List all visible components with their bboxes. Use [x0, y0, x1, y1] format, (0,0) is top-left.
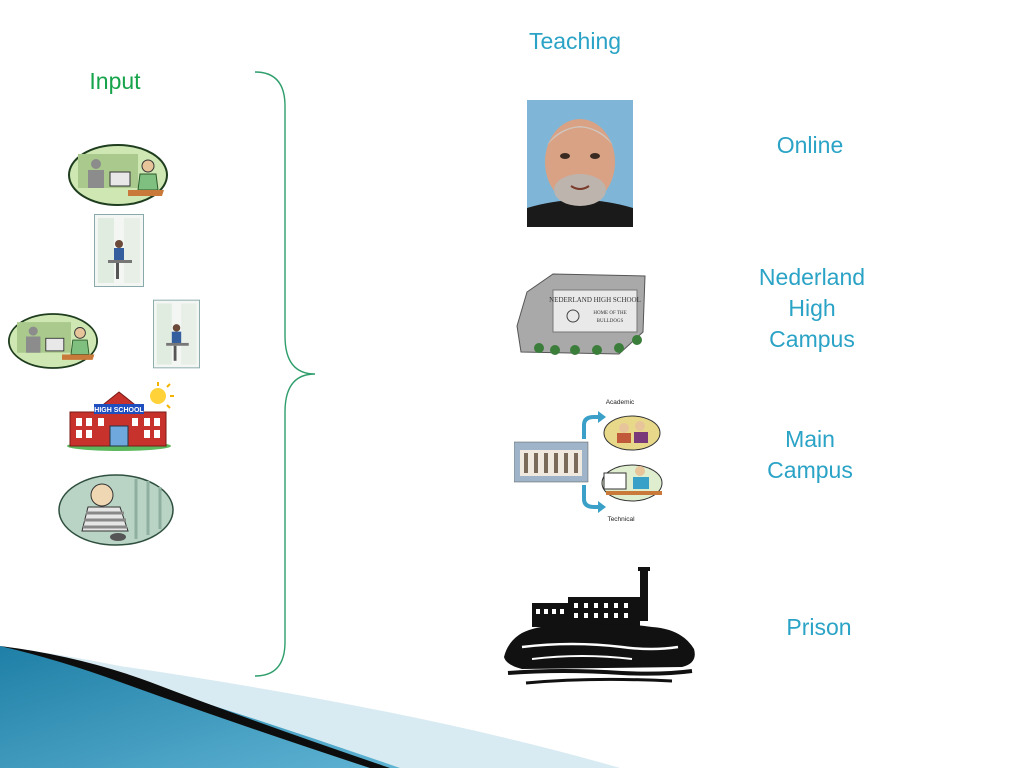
online-label: Online [776, 132, 844, 158]
nederland-label-line-1: Nederland [758, 264, 866, 290]
sign-school-name: NEDERLAND HIGH SCHOOL [549, 296, 641, 304]
student-photo [94, 214, 144, 287]
main-campus-label: Main Campus [735, 424, 885, 486]
high-school-building-clipart: HIGH SCHOOL [67, 382, 174, 451]
main-label-line-2: Campus [767, 457, 853, 483]
teacher-portrait [527, 100, 633, 227]
prison-label: Prison [786, 614, 852, 640]
online-class-clipart [68, 144, 168, 206]
school-sign-photo: NEDERLAND HIGH SCHOOL HOME OF THE BULLDO… [516, 273, 646, 355]
classroom-clipart [8, 313, 98, 369]
main-campus-diagram: Academic Technical [514, 399, 663, 523]
sign-subtext-2: BULLDOGS [597, 319, 624, 324]
prisoner-clipart [58, 474, 174, 546]
teaching-title: Teaching [528, 28, 622, 54]
main-label-line-1: Main [785, 426, 835, 452]
sign-subtext-1: HOME OF THE [593, 311, 626, 316]
student-photo-2 [153, 299, 200, 369]
prison-silhouette [504, 567, 695, 685]
nederland-label-line-3: Campus [769, 326, 855, 352]
clipart-school-text: HIGH SCHOOL [94, 407, 144, 414]
technical-label: Technical [607, 516, 635, 523]
right-brace [254, 71, 316, 677]
input-title: Input [89, 68, 141, 94]
nederland-label-line-2: High [788, 295, 836, 321]
nederland-high-campus-label: Nederland High Campus [737, 262, 887, 355]
decorative-swoosh [0, 646, 620, 768]
academic-label: Academic [606, 399, 635, 406]
